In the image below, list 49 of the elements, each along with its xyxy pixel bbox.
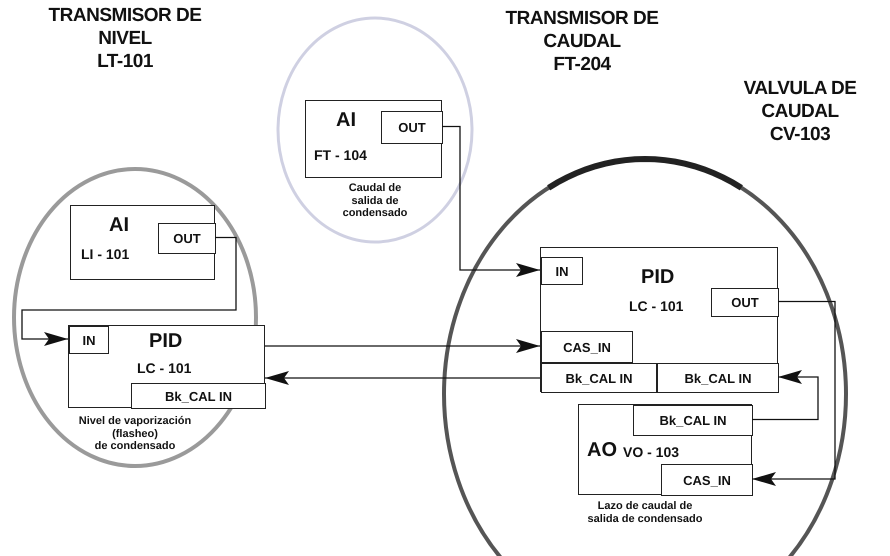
block-type: AO bbox=[587, 439, 617, 462]
port-box bbox=[661, 464, 753, 496]
port-label: CAS_IN bbox=[563, 340, 611, 354]
block-tag: LI - 101 bbox=[81, 246, 130, 262]
port-box bbox=[541, 363, 657, 393]
port-box bbox=[711, 288, 779, 317]
block-type: AI bbox=[109, 214, 129, 237]
port-label: OUT bbox=[173, 231, 201, 246]
arrow bbox=[265, 371, 540, 385]
arrow bbox=[442, 126, 540, 277]
heading: VALVULA DE CAUDAL CV-103 bbox=[744, 78, 856, 146]
port-box bbox=[158, 223, 216, 254]
port-label: IN bbox=[556, 264, 568, 278]
block-tag: FT - 104 bbox=[314, 147, 367, 163]
arrow bbox=[752, 300, 836, 486]
port-box bbox=[131, 383, 266, 409]
arrow bbox=[265, 339, 540, 353]
function-block bbox=[540, 247, 778, 392]
port-box bbox=[541, 257, 583, 285]
heading: TRANSMISOR DE CAUDAL FT-204 bbox=[506, 8, 658, 76]
port-label: IN bbox=[82, 332, 96, 348]
block-tag: LC - 101 bbox=[137, 360, 192, 376]
port-label: OUT bbox=[398, 120, 426, 135]
port-label: CAS_IN bbox=[683, 472, 731, 488]
function-block bbox=[578, 404, 752, 495]
node-label: Lazo de caudal de salida de condensado bbox=[586, 500, 704, 526]
function-block bbox=[305, 100, 442, 178]
port-label: Bk_CAL IN bbox=[684, 370, 752, 386]
port-label: Bk_CAL IN bbox=[660, 413, 726, 428]
node-label: Caudal de salida de condensado bbox=[342, 182, 408, 220]
port-box bbox=[381, 111, 443, 144]
block-type: PID bbox=[641, 266, 674, 289]
function-block bbox=[68, 325, 265, 408]
arrow bbox=[21, 236, 237, 346]
port-label: OUT bbox=[731, 295, 759, 310]
node-label: Nivel de vaporización (flasheo) de condensado bbox=[78, 415, 192, 453]
function-block bbox=[70, 205, 215, 280]
heading: TRANSMISOR DE NIVEL LT-101 bbox=[48, 5, 202, 74]
arrow bbox=[752, 370, 819, 420]
port-box bbox=[541, 331, 633, 363]
port-box bbox=[657, 363, 779, 393]
block-type: PID bbox=[149, 330, 182, 353]
block-tag: VO - 103 bbox=[623, 444, 680, 460]
port-label: Bk_CAL IN bbox=[165, 388, 232, 404]
port-label: Bk_CAL IN bbox=[566, 370, 632, 386]
port-box bbox=[633, 405, 753, 436]
block-type: AI bbox=[336, 109, 356, 132]
port-box bbox=[69, 326, 109, 354]
block-tag: LC - 101 bbox=[629, 298, 684, 314]
